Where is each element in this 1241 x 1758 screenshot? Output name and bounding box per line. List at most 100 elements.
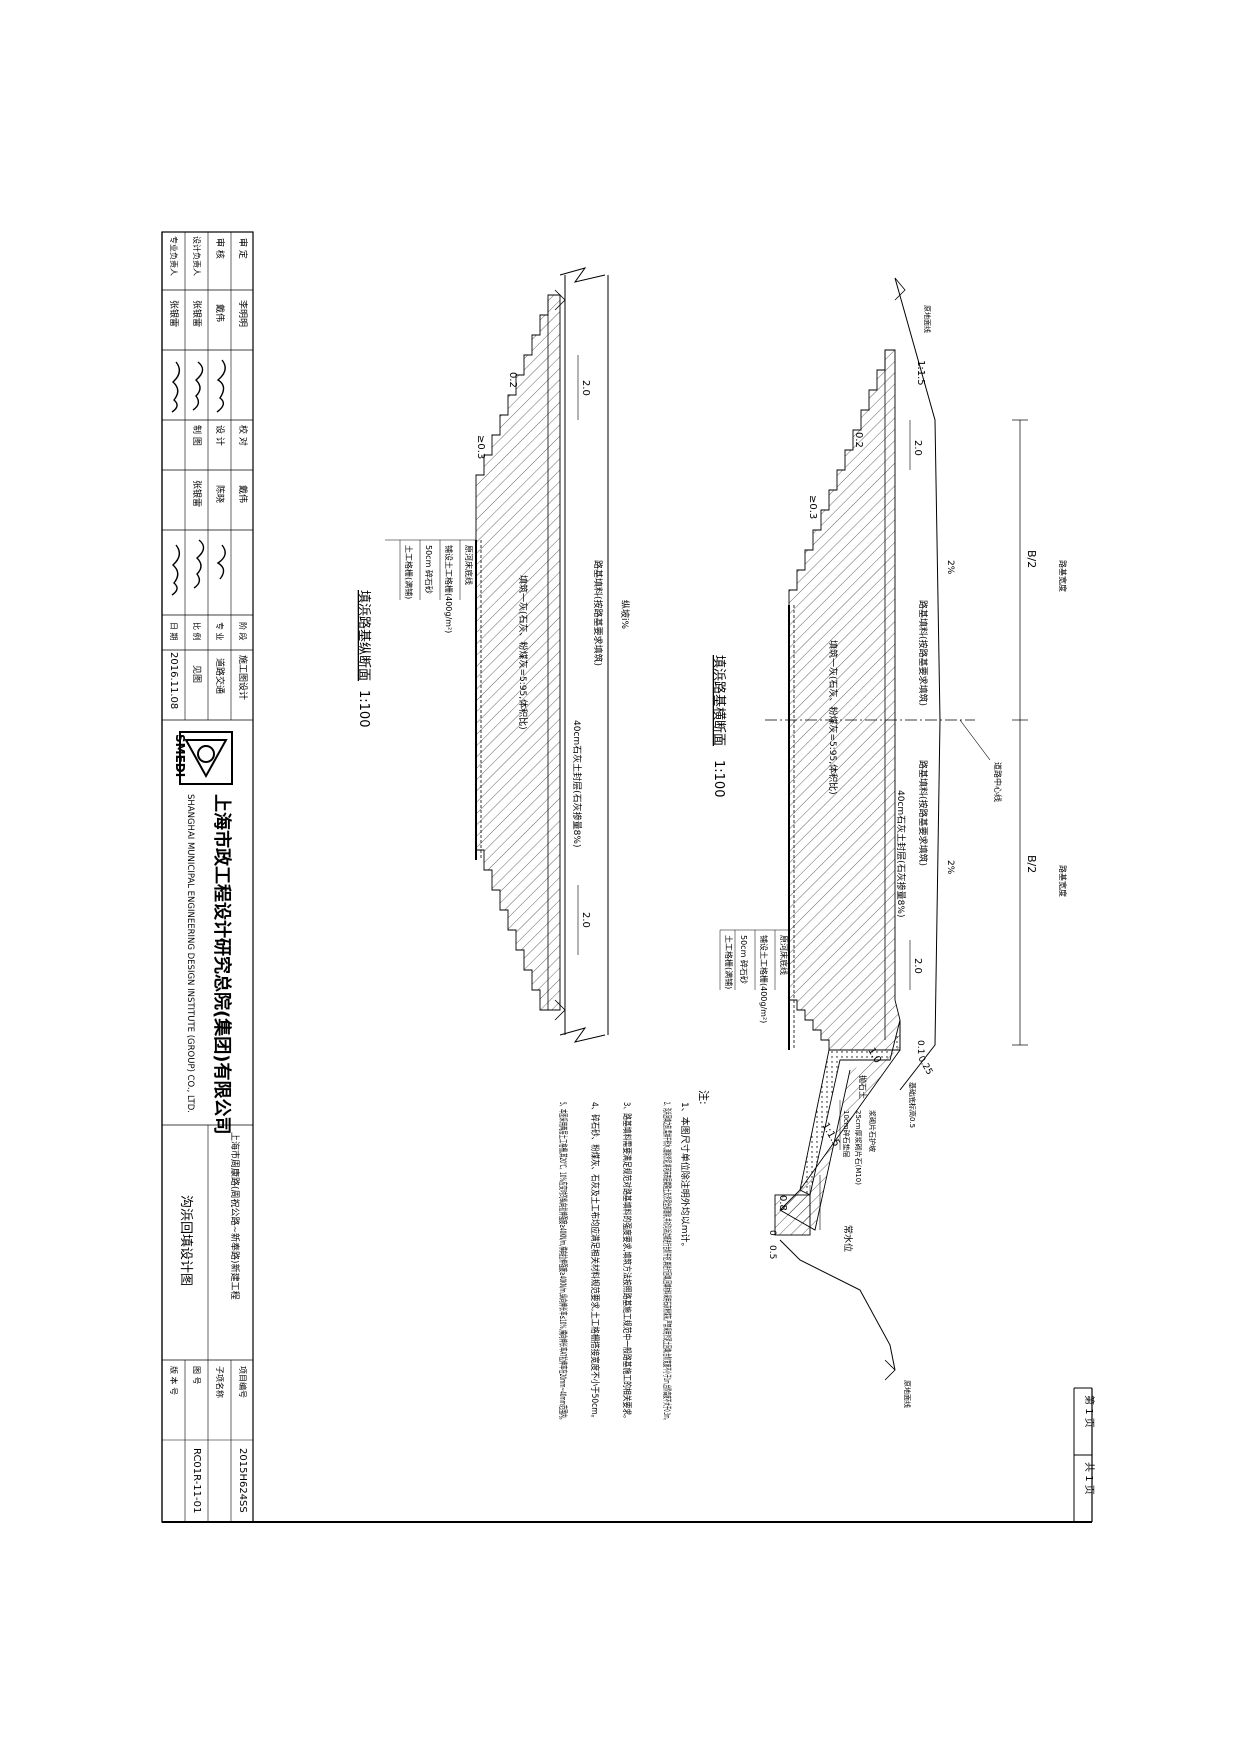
long-step-height: 0.2 <box>507 372 518 388</box>
company-name-en: SHANGHAI MUNICIPAL ENGINEERING DESIGN IN… <box>185 794 195 1113</box>
cross-section: B/2 B/2 路基宽度 路基宽度 道路中心线 2% 2% 1:1.5 原地面线… <box>711 277 1068 1408</box>
company-logo: SMEDI <box>173 731 233 785</box>
role-checked-name: 戴伟 <box>237 485 249 503</box>
long-fill-lime: 填筑一灰(石灰、粉煤灰=5:95,体积比) <box>517 575 529 730</box>
note-5: 5、本图采用两层土工格栅,其20℃、10%应变时的纵向拉伸强度≥40KN/m,横… <box>557 1102 569 1422</box>
cross-road-width-left: 路基宽度 <box>1058 560 1068 592</box>
role-discipline-name: 张银雷 <box>168 300 180 327</box>
project-no-label: 项目编号 <box>238 1366 248 1398</box>
long-step-depth: ≥0.3 <box>475 435 486 459</box>
cross-legend-1: 铺设土工格栅(400g/m²) <box>759 935 769 1023</box>
cross-side-slope: 1:1.5 <box>915 360 926 386</box>
cross-revetment2: 10cm碎石垫层 <box>842 1110 851 1158</box>
cross-slope-right: 2% <box>945 860 955 875</box>
cross-legend-2: 50cm 碎石砂 <box>739 935 749 984</box>
note-2: 2、沟浜回填之前,需排干积水,清除淤泥,将河床表层腐殖土及淤泥全部清除,并对沟浜… <box>661 1102 673 1422</box>
drawing-title: 沟浜回填设计图 <box>178 1195 193 1286</box>
sub-project-label: 子项名称 <box>215 1366 225 1398</box>
sheet-number: 第 1 页 <box>1083 1395 1096 1428</box>
discipline-value: 道路交通 <box>214 658 226 694</box>
role-chief-name: 张银雷 <box>191 300 203 327</box>
company-name-zh: 上海市政工程设计研究总院(集团)有限公司 <box>211 794 233 1134</box>
long-legend-0: 原河床底线 <box>464 545 474 585</box>
cross-revetment1: 25cm厚浆砌片石(M10) <box>854 1110 863 1185</box>
role-designed-label: 设 计 <box>214 425 226 446</box>
sheet-counter: 第 1 页 共 1 页 <box>1083 1395 1096 1495</box>
revision-label: 版 本 号 <box>169 1366 179 1395</box>
scale-label: 比 例 <box>192 622 202 641</box>
cross-fill-material: 路基填料(按路基要求填筑) <box>917 600 929 706</box>
long-fill-material: 路基填料(按路基要求填筑) <box>592 560 604 666</box>
role-chief-label: 设计负责人 <box>192 236 202 276</box>
discipline-label: 专 业 <box>215 622 225 641</box>
cross-half-right: B/2 <box>1025 855 1038 873</box>
cross-dim-0: 0 <box>767 1230 777 1236</box>
cross-offset1: 0.1 <box>915 1040 925 1054</box>
cross-bed-left: 原地面线 <box>923 305 932 333</box>
note-4: 4、碎石砂、粉煤灰、石灰及土工布均应满足相关材料规范要求,土工格栅搭接宽度不小于… <box>589 1102 601 1422</box>
cross-step-height: 0.2 <box>853 432 864 448</box>
signature-marks <box>171 359 226 596</box>
phase-value: 施工图设计 <box>237 655 249 700</box>
cross-lime-layer: 40cm石灰土封层(石灰掺量8%) <box>895 790 907 917</box>
role-designed-name: 陈晓 <box>214 485 226 503</box>
long-lime-layer: 40cm石灰土封层(石灰掺量8%) <box>571 720 583 847</box>
long-legend-2: 50cm 碎石砂 <box>424 545 434 594</box>
cross-step-width: 2.0 <box>912 440 923 456</box>
long-step-width-left: 2.0 <box>580 380 591 396</box>
role-drawing-name: 张银雷 <box>191 480 203 507</box>
note-3: 3、路基填料需要满足规范对路基填料的强度要求,填筑方法按照路基施工规范中一般路基… <box>621 1102 633 1422</box>
long-legend-1: 铺设土工格栅(400g/m²) <box>444 545 454 633</box>
cross-fill-lime: 填筑一灰(石灰、粉煤灰=5:95,体积比) <box>827 640 839 795</box>
role-discipline-label: 专业负责人 <box>169 236 179 276</box>
logo-text: SMEDI <box>173 734 187 777</box>
cross-slope-left: 2% <box>945 560 955 575</box>
cross-offset2: 0.25 <box>915 1055 934 1077</box>
role-approved-label: 审 定 <box>237 238 249 259</box>
cross-dim-0-8: 0.8 <box>777 1195 788 1211</box>
cross-slope-sub: 抛石土 <box>858 1075 868 1099</box>
cross-legend-3: 土工格栅(满铺) <box>724 935 734 989</box>
date-value: 2016.11.08 <box>168 652 179 709</box>
cross-legend-0: 原河床底线 <box>779 935 789 975</box>
long-title: 填浜路基纵断面 <box>356 590 372 681</box>
cross-scale: 1:100 <box>711 760 726 797</box>
cross-half-left: B/2 <box>1025 550 1038 568</box>
long-scale: 1:100 <box>356 690 371 727</box>
sheet-total: 共 1 页 <box>1083 1462 1095 1495</box>
cross-dim-0-5: 0.5 <box>767 1245 777 1259</box>
role-approved-name: 李明明 <box>237 300 249 327</box>
cross-toe-note: 基础底标高0.5 <box>908 1082 917 1128</box>
long-road-slope: 纵坡i% <box>619 600 631 630</box>
project-no-value: 2015H624SS <box>237 1448 248 1513</box>
long-legend-3: 土工格栅(满铺) <box>404 545 414 599</box>
role-verified-label: 审 核 <box>214 238 226 259</box>
note-1: 1、本图尺寸单位除注明外均以m计。 <box>679 1102 691 1252</box>
notes-block: 注: 1、本图尺寸单位除注明外均以m计。 2、沟浜回填之前,需排干积水,清除淤泥… <box>557 1090 711 1422</box>
title-block: 审 定 审 核 设计负责人 专业负责人 李明明 戴伟 张银雷 张银雷 校 对 设… <box>161 231 254 1523</box>
cross-bed-right: 原地面线 <box>903 1380 912 1408</box>
project-name: 上海市周康路(周祝公路~新奉路)新建工程 <box>229 1132 241 1300</box>
cross-fill-material2: 路基填料(按路基要求填筑) <box>917 760 929 866</box>
long-step-width-right: 2.0 <box>580 912 591 928</box>
cross-step-depth: ≥0.3 <box>807 495 818 519</box>
phase-label: 阶 段 <box>238 622 248 641</box>
drawing-no-value: RC01R-11-01 <box>191 1448 202 1513</box>
cross-title: 填浜路基横断面 <box>711 655 727 746</box>
date-label: 日 期 <box>169 622 178 641</box>
role-checked-label: 校 对 <box>237 425 249 446</box>
scale-value: 见图 <box>191 665 202 683</box>
role-verified-name: 戴伟 <box>214 304 226 322</box>
notes-heading: 注: <box>697 1090 711 1105</box>
cross-fill-body <box>788 349 901 1051</box>
cross-road-center: 道路中心线 <box>993 762 1003 802</box>
cross-water-level: 常水位 <box>842 1225 854 1252</box>
cross-step-width-right: 2.0 <box>912 958 923 974</box>
cross-road-width-right: 路基宽度 <box>1058 865 1068 897</box>
role-drawing-label: 制 图 <box>191 425 203 446</box>
drawing-no-label: 图 号 <box>192 1366 201 1385</box>
long-section: 2.0 2.0 0.2 ≥0.3 纵坡i% 路基填料(按路基要求填筑) 填筑一灰… <box>356 267 631 1043</box>
cross-revetment-label: 浆砌片石护坡 <box>868 1110 877 1152</box>
